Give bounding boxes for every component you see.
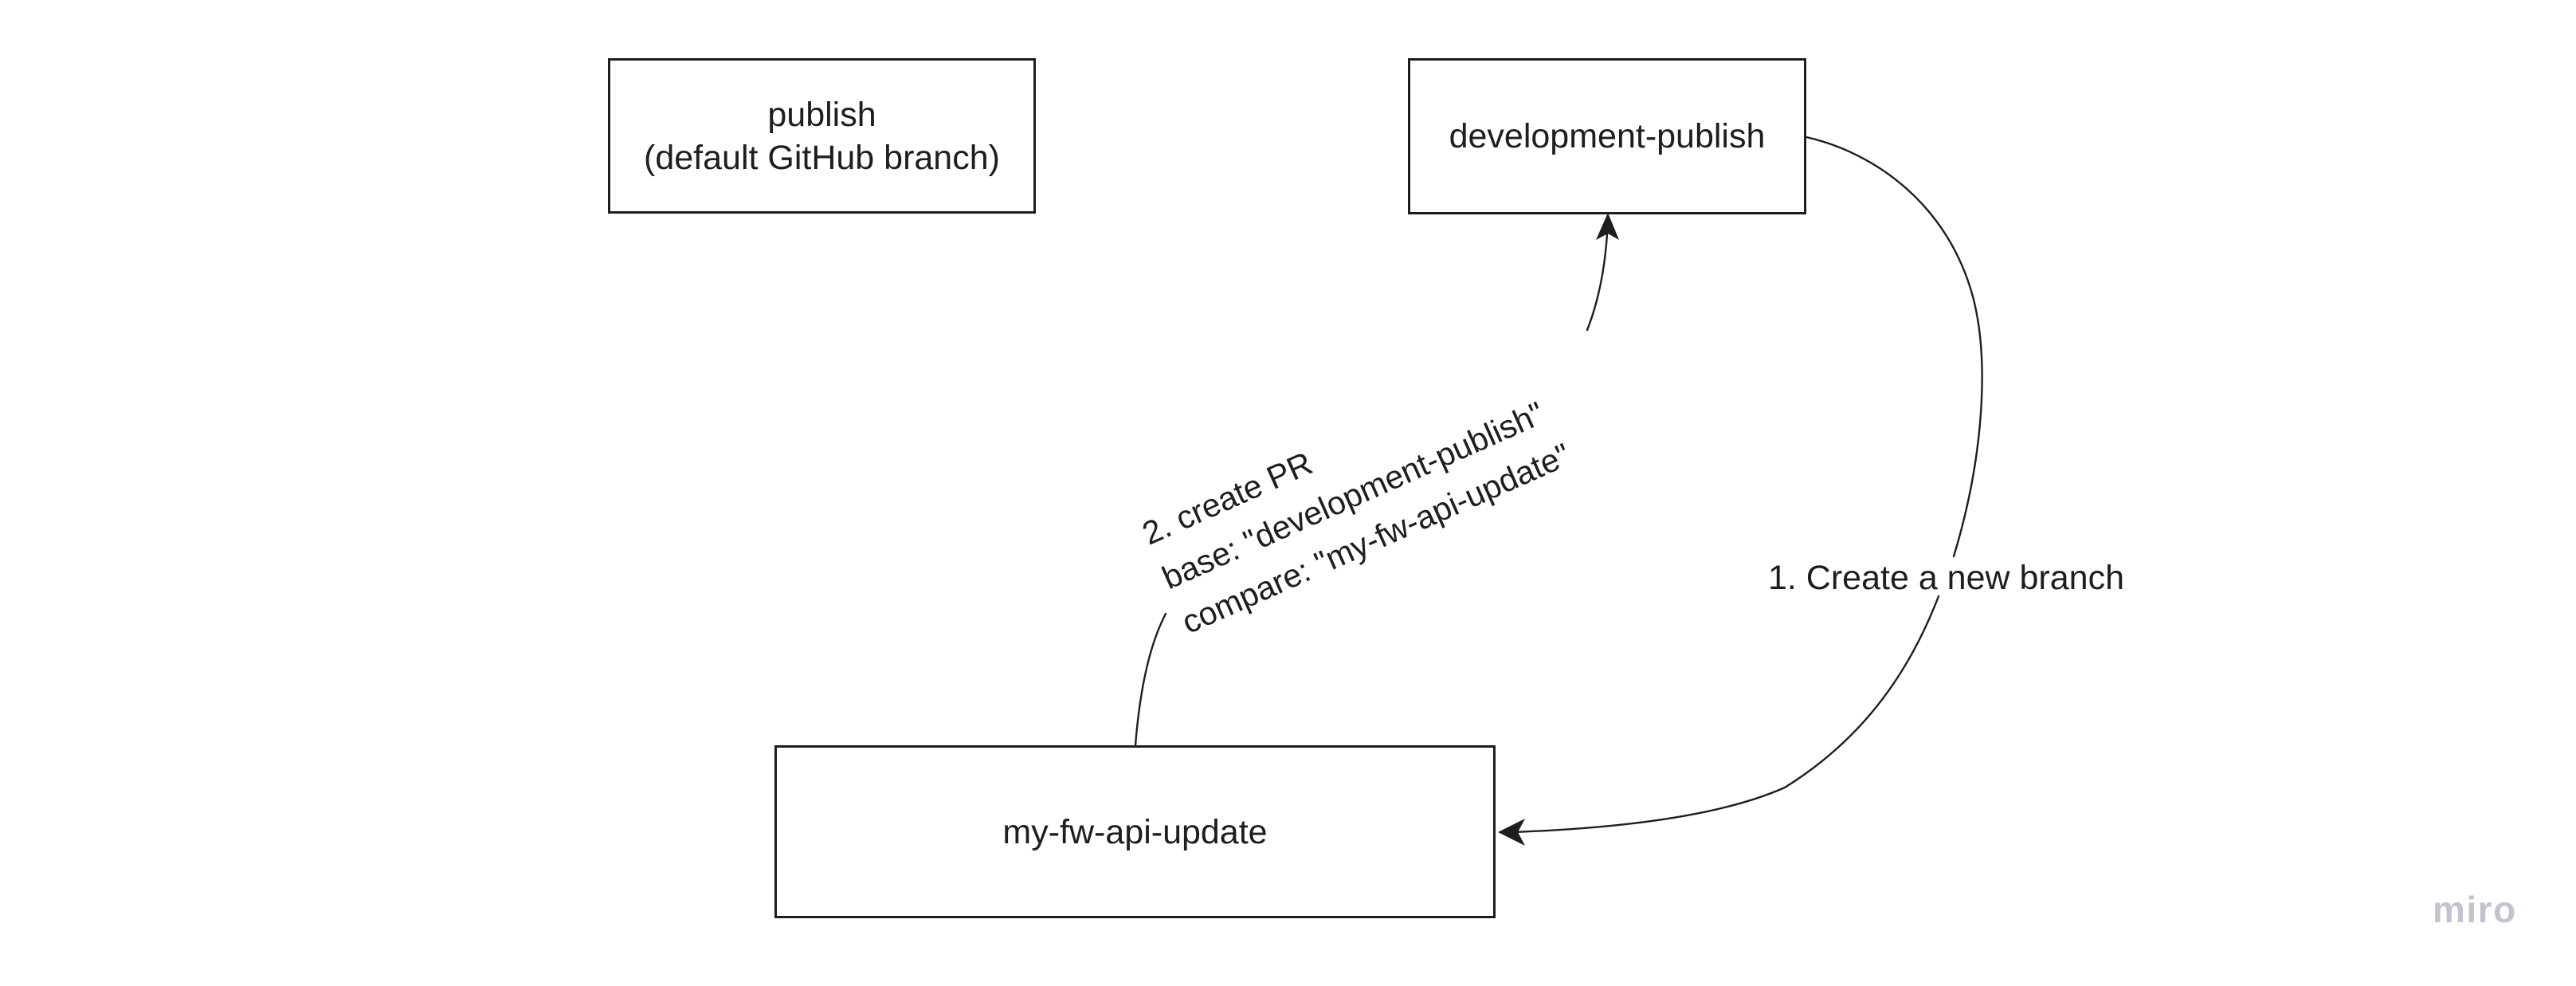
- edge-create-pr-upper-segment[interactable]: [1586, 218, 1610, 332]
- node-publish[interactable]: publish (default GitHub branch): [608, 58, 1036, 214]
- node-publish-label-line1: publish: [767, 95, 876, 134]
- edge-create-branch-arrowhead[interactable]: [1498, 819, 1525, 846]
- edge-create-pr-lower-segment[interactable]: [1134, 612, 1167, 747]
- node-my-fw-api-update-label: my-fw-api-update: [1002, 812, 1268, 851]
- edge-label-create-branch[interactable]: 1. Create a new branch: [1768, 559, 2124, 597]
- node-publish-label: publish (default GitHub branch): [644, 93, 1000, 179]
- node-development-publish[interactable]: development-publish: [1408, 58, 1806, 214]
- edge-create-branch-lower-segment[interactable]: [1511, 595, 1940, 834]
- miro-watermark: miro: [2433, 889, 2517, 930]
- edge-create-pr-arrowhead[interactable]: [1596, 213, 1619, 240]
- edge-create-branch-upper-segment[interactable]: [1805, 136, 1983, 558]
- node-my-fw-api-update[interactable]: my-fw-api-update: [774, 745, 1496, 918]
- node-publish-label-line2: (default GitHub branch): [644, 138, 1000, 177]
- node-development-publish-label: development-publish: [1449, 117, 1766, 155]
